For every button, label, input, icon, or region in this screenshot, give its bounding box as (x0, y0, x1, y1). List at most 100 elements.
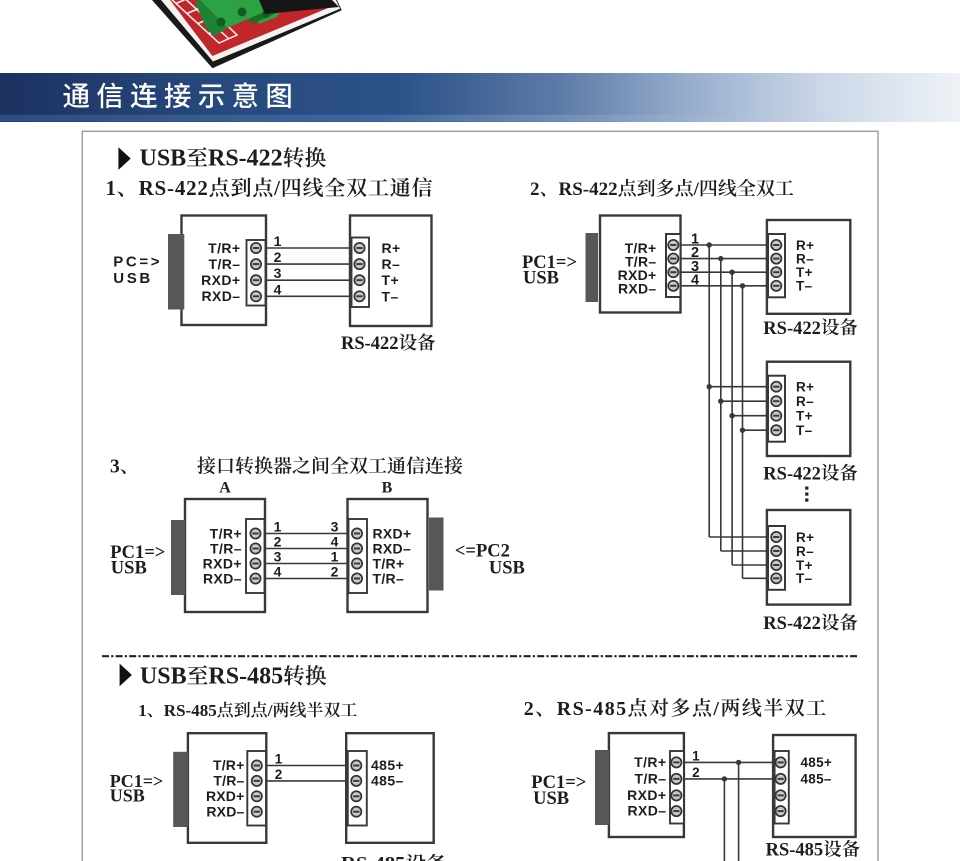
svg-text:USB: USB (489, 559, 525, 579)
svg-text:T/R+: T/R+ (213, 757, 245, 773)
svg-text:PC1=>: PC1=> (110, 771, 164, 791)
svg-text:1: 1 (274, 519, 282, 535)
svg-text:RXD+: RXD+ (203, 555, 242, 571)
svg-text:R+: R+ (382, 240, 401, 256)
svg-text:T+: T+ (796, 558, 813, 573)
svg-text:1: 1 (274, 233, 282, 249)
svg-text:3: 3 (274, 549, 282, 565)
svg-text:/: / (712, 698, 720, 720)
svg-text:1: 1 (138, 701, 147, 720)
svg-text:RXD–: RXD– (203, 570, 242, 586)
svg-text:PC=>: PC=> (113, 254, 162, 271)
svg-text:4: 4 (691, 272, 699, 288)
svg-text:PC1=>: PC1=> (522, 253, 577, 273)
svg-text:PC1=>: PC1=> (531, 773, 586, 793)
svg-text:R+: R+ (796, 530, 814, 545)
svg-text:1: 1 (691, 232, 699, 248)
svg-text:T/R+: T/R+ (208, 240, 240, 256)
svg-text:R+: R+ (796, 238, 814, 253)
svg-text:/: / (693, 179, 700, 200)
svg-text:RS-422: RS-422 (208, 146, 283, 172)
svg-text:2: 2 (692, 765, 700, 780)
svg-text:R–: R– (796, 394, 814, 409)
svg-text:RS-422: RS-422 (763, 614, 821, 634)
svg-text:1: 1 (106, 176, 117, 200)
svg-text:4: 4 (274, 564, 282, 580)
svg-text:/: / (267, 701, 273, 720)
svg-text:T–: T– (796, 571, 813, 586)
svg-text:485–: 485– (801, 772, 832, 787)
svg-text:RS-422: RS-422 (139, 176, 209, 200)
svg-text:RXD+: RXD+ (618, 267, 657, 283)
svg-text:RS-485: RS-485 (208, 664, 283, 690)
svg-text:RS-485: RS-485 (557, 698, 628, 720)
svg-text:RXD–: RXD– (206, 803, 244, 819)
svg-text:RS-485: RS-485 (766, 841, 824, 861)
svg-text:RXD+: RXD+ (206, 788, 245, 804)
svg-text:T+: T+ (796, 265, 813, 280)
svg-text:RXD–: RXD– (373, 540, 412, 556)
svg-text:RXD–: RXD– (618, 281, 657, 297)
svg-text:T–: T– (796, 279, 813, 294)
svg-text:USB: USB (110, 785, 145, 805)
svg-text:RXD+: RXD+ (201, 272, 240, 288)
svg-text:R–: R– (796, 252, 814, 267)
svg-text:T–: T– (382, 288, 399, 304)
svg-text:/: / (273, 176, 281, 200)
svg-text:RS-422: RS-422 (763, 464, 821, 484)
svg-text:A: A (219, 480, 231, 497)
svg-text:3: 3 (331, 519, 339, 535)
svg-text:2: 2 (274, 249, 282, 265)
svg-text:USB: USB (523, 269, 559, 289)
svg-text:1: 1 (692, 749, 700, 764)
svg-text:USB: USB (111, 559, 147, 579)
svg-text:4: 4 (331, 534, 339, 550)
svg-text:B: B (382, 480, 393, 497)
svg-text:RS-485: RS-485 (341, 853, 406, 861)
svg-text:USB: USB (140, 146, 187, 172)
svg-text:T/R+: T/R+ (625, 240, 657, 256)
svg-text:R+: R+ (796, 380, 814, 395)
svg-text:485–: 485– (371, 773, 404, 789)
svg-text:USB: USB (140, 664, 187, 690)
svg-text:PC1=>: PC1=> (110, 543, 165, 563)
svg-text:2: 2 (331, 564, 339, 580)
svg-text:USB: USB (533, 789, 569, 809)
svg-text:T/R–: T/R– (373, 570, 405, 586)
svg-text:T/R–: T/R– (635, 771, 667, 787)
svg-text:RXD–: RXD– (628, 803, 667, 819)
svg-text:2: 2 (530, 179, 540, 200)
svg-text:RS-485: RS-485 (164, 701, 217, 720)
svg-text:T/R+: T/R+ (634, 754, 666, 770)
svg-text:T–: T– (796, 423, 813, 438)
svg-text:2: 2 (524, 698, 535, 720)
svg-text:RXD+: RXD+ (373, 525, 412, 541)
svg-text:T/R+: T/R+ (373, 555, 405, 571)
svg-text:<=PC2: <=PC2 (455, 542, 510, 562)
svg-text:T/R–: T/R– (625, 253, 657, 269)
svg-text:RS-422: RS-422 (559, 179, 618, 200)
svg-text:T/R–: T/R– (209, 256, 241, 272)
svg-text:T/R+: T/R+ (210, 525, 242, 541)
svg-text:RXD+: RXD+ (627, 787, 666, 803)
svg-text:3: 3 (110, 457, 120, 478)
svg-text:1: 1 (275, 752, 283, 767)
svg-text:4: 4 (274, 281, 282, 297)
svg-text:485+: 485+ (371, 757, 404, 773)
svg-text:USB: USB (113, 270, 152, 287)
svg-text:3: 3 (274, 265, 282, 281)
svg-text:485+: 485+ (801, 755, 833, 770)
svg-text:R–: R– (796, 544, 814, 559)
svg-text:T/R–: T/R– (210, 540, 242, 556)
svg-text:RS-422: RS-422 (763, 319, 821, 339)
svg-text:T/R–: T/R– (213, 773, 244, 789)
svg-text:3: 3 (691, 259, 699, 275)
svg-text:T+: T+ (382, 272, 400, 288)
svg-text:2: 2 (691, 245, 699, 261)
svg-text:2: 2 (275, 767, 283, 782)
svg-text:R–: R– (382, 256, 401, 272)
svg-text:2: 2 (274, 534, 282, 550)
svg-text:RS-422: RS-422 (341, 334, 399, 354)
svg-text:T+: T+ (796, 409, 813, 424)
svg-text:1: 1 (331, 549, 339, 565)
